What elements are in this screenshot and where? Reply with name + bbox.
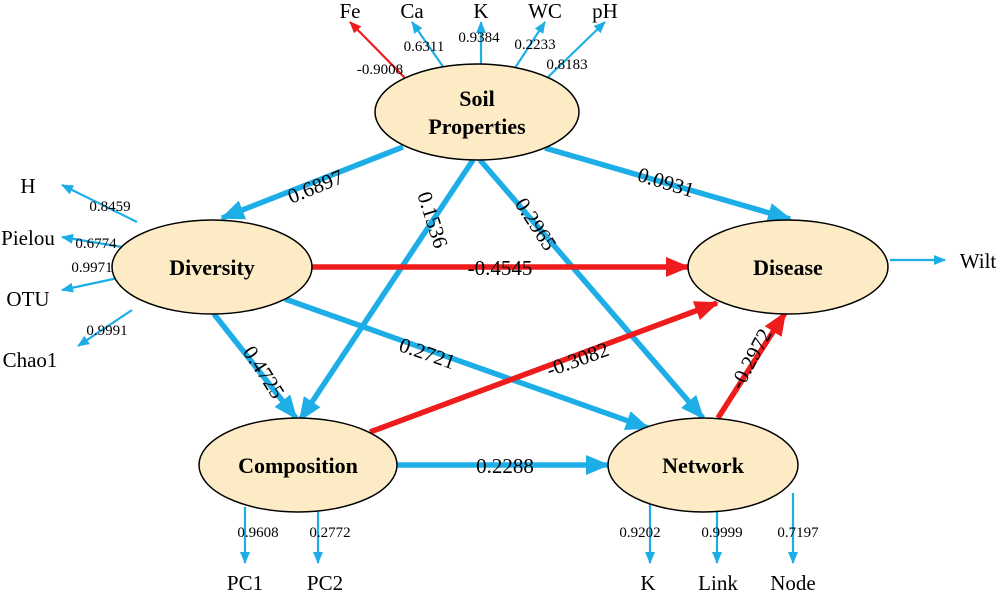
loading-value: 0.6311 [404,39,445,55]
path-coefficient-diversity-to-disease: -0.4545 [468,256,533,280]
loading-value: -0.9008 [357,62,403,78]
indicator-disease-0: Wilt [890,249,996,273]
indicator-composition-0: PC1 0.9608 [227,507,279,595]
indicator-label: WC [528,0,562,23]
indicator-soil-4: pH 0.8183 [544,0,618,81]
construct-network: Network [607,417,799,513]
path-coefficient-composition-to-network: 0.2288 [476,454,534,478]
path-coefficient-composition-to-disease: -0.3082 [543,337,612,382]
indicator-arrow [544,21,606,81]
construct-ellipse [374,63,580,161]
loading-value: 0.8459 [89,199,130,215]
indicator-label: Node [770,571,816,595]
indicator-arrow [514,21,546,69]
path-arrow-soil-to-disease [544,145,792,223]
indicator-label: Ca [400,0,424,23]
indicator-soil-1: Ca 0.6311 [400,0,445,69]
path-arrow-network-to-disease [715,311,788,420]
construct-ellipse [687,219,889,315]
path-arrow-soil-to-composition [297,158,476,422]
path-coefficient-soil-to-network: 0.2965 [510,193,562,255]
construct-ellipse [111,219,313,315]
path-arrow-composition-to-disease [369,300,719,435]
indicator-soil-0: Fe -0.9008 [340,0,406,79]
loading-value: 0.8183 [546,57,587,73]
loading-value: 0.9608 [237,525,278,541]
loading-value: 0.7197 [777,525,819,541]
indicator-label: Chao1 [3,348,58,372]
loading-value: 0.9999 [701,525,742,541]
indicator-arrow [61,233,123,249]
loading-value: 0.9202 [619,525,660,541]
loading-value: 0.2772 [309,525,350,541]
path-arrow-soil-to-diversity [220,144,405,221]
construct-ellipse [198,417,398,513]
indicator-label: OTU [6,287,49,311]
indicator-arrow [61,276,119,293]
indicator-network-0: K 0.9202 [619,500,661,595]
indicator-diversity-2: OTU 0.9971 [6,260,119,311]
loading-value: 0.9971 [71,260,112,276]
indicator-label: Wilt [960,249,997,273]
indicator-soil-3: WC 0.2233 [514,0,562,69]
indicator-diversity-0: H 0.8459 [20,174,138,223]
indicator-diversity-3: Chao1 0.9991 [3,309,133,372]
path-coefficient-diversity-to-composition: 0.4725 [238,341,290,403]
indicator-label: pH [592,0,618,23]
path-arrow-soil-to-network [477,158,706,420]
path-coefficient-diversity-to-network: 0.2721 [396,333,458,374]
path-arrow-diversity-to-composition [211,312,299,420]
loading-value: 0.9991 [86,323,127,339]
indicator-label: PC2 [307,571,343,595]
indicator-network-1: Link 0.9999 [698,511,743,595]
loading-value: 0.6774 [75,236,117,252]
path-coefficient-soil-to-disease: 0.0931 [635,162,697,202]
indicator-label: H [20,174,35,198]
indicator-soil-2: K 0.9384 [458,0,500,64]
indicator-label: PC1 [227,571,263,595]
indicator-label: Link [698,571,738,595]
indicator-label: Pielou [1,226,55,250]
construct-label: Diversity [169,255,255,280]
construct-label: Network [662,453,745,478]
path-coefficient-soil-to-diversity: 0.6897 [284,165,347,209]
indicator-label: K [640,571,655,595]
indicator-label: K [473,0,488,23]
construct-label: Disease [753,255,823,280]
construct-ellipse [607,417,799,513]
path-arrow-diversity-to-network [284,296,650,431]
construct-label: Composition [238,453,358,478]
loading-value: 0.2233 [514,37,555,53]
construct-diversity: Diversity [111,219,313,315]
path-layer [211,144,792,475]
indicator-composition-1: PC2 0.2772 [307,510,351,595]
indicator-arrow [77,309,133,347]
indicator-arrow [411,21,445,69]
indicator-label: Fe [340,0,361,23]
indicator-diversity-1: Pielou 0.6774 [1,226,123,252]
path-coefficient-network-to-disease: -0.2972 [725,324,777,392]
indicator-arrow [61,184,138,223]
loading-value: 0.9384 [458,30,500,46]
construct-composition: Composition [198,417,398,513]
construct-disease: Disease [687,219,889,315]
indicator-arrow [349,21,406,79]
indicator-network-2: Node 0.7197 [770,493,819,595]
